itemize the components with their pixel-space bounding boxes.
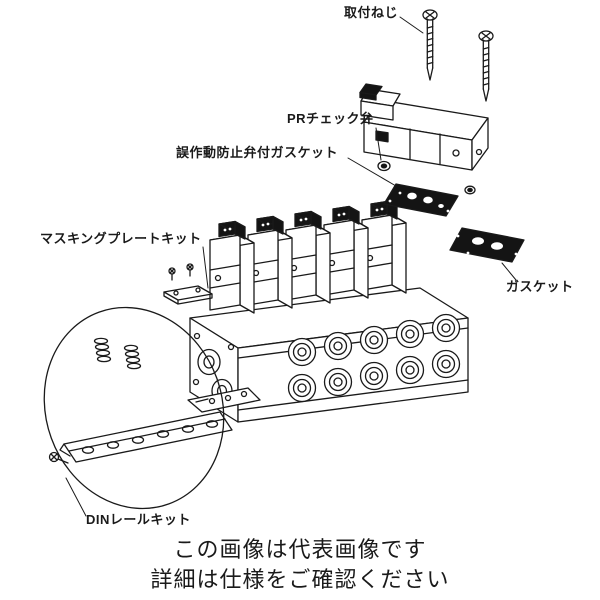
label-malfunction-prevention-gasket: 誤作動防止弁付ガスケット [176,145,339,160]
notice-line-1: この画像は代表画像です [173,537,427,562]
spring-drawing [93,337,142,370]
gasket-drawing [449,227,525,263]
label-pr-check-valve: PRチェック弁 [287,111,374,126]
mounting-screws-drawing [422,9,494,102]
label-masking-plate-kit: マスキングプレートキット [40,231,202,246]
balloon-ellipse [43,306,225,510]
one-touch-fittings-drawing [287,313,461,403]
notice-line-2: 詳細は仕様をご確認ください [150,567,450,592]
label-gasket: ガスケット [506,279,574,294]
din-rail-kit-drawing [43,306,261,510]
valve-stations-drawing [209,200,407,314]
leader-lines [65,16,517,517]
exploded-valve-drawing [359,83,489,171]
masking-plate-drawing [163,263,213,305]
malfunction-prevention-gasket-drawing [383,183,459,217]
label-mounting-screw: 取付ねじ [344,5,399,20]
label-din-rail-kit: DINレールキット [86,512,191,527]
pr-check-valve-drawing [377,160,476,195]
